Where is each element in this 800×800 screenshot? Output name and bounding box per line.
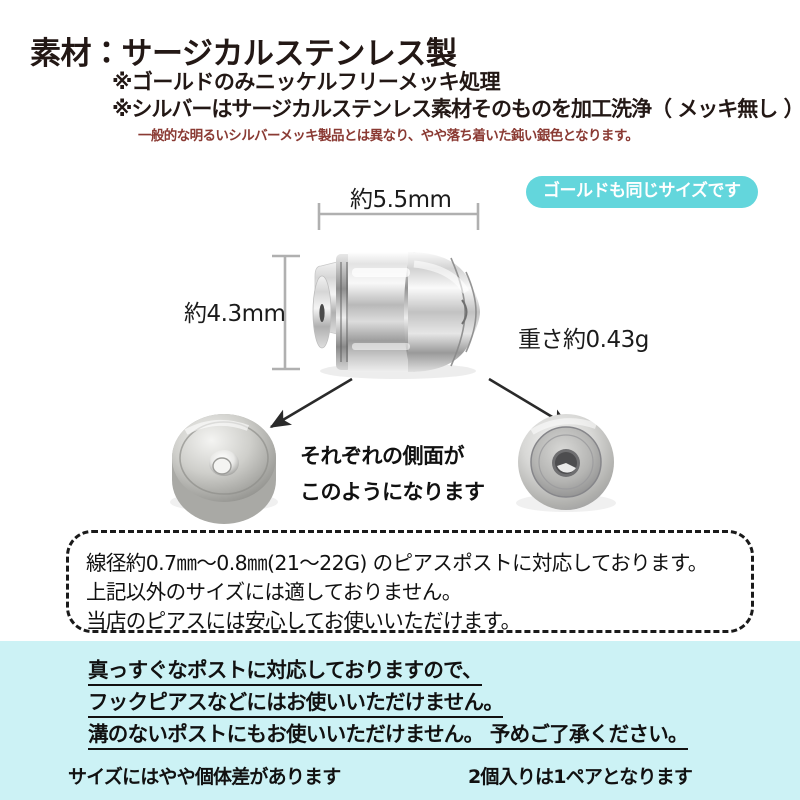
width-dimension-line — [317, 203, 480, 230]
height-dimension-line — [272, 254, 300, 371]
height-label: 約4.3mm — [184, 301, 286, 327]
side-view-caption: それぞれの側面が このようになります — [300, 438, 485, 510]
page-title: 素材：サージカルステンレス製 — [30, 36, 457, 72]
compatibility-line-1: 線径約0.7㎜～0.8㎜(21～22G) のピアスポストに対応しております。 — [86, 551, 708, 575]
side-view-caption-line1: それぞれの側面が — [300, 444, 464, 468]
footer-note-1: サイズにはやや個体差があります — [68, 766, 341, 788]
compatibility-box — [66, 530, 754, 633]
warning-line-1: 真っすぐなポストに対応しておりますので、 — [88, 653, 483, 686]
compatibility-line-3: 当店のピアスには安心してお使いいただけます。 — [86, 609, 521, 633]
width-label: 約5.5mm — [350, 187, 452, 213]
side-view-disc-right — [516, 414, 616, 512]
material-note-silver: ※シルバーはサージカルステンレス素材そのものを加工洗浄（ メッキ無し ） — [112, 97, 800, 121]
gold-same-size-badge: ゴールドも同じサイズです — [526, 176, 758, 208]
footer-note-2: 2個入りは1ペアとなります — [468, 766, 693, 788]
side-view-caption-line2: このようになります — [300, 480, 485, 504]
warning-line-3: 溝のないポストにもお使いいただけません。 予めご了承ください。 — [88, 717, 689, 750]
arrow-to-left-disc — [269, 377, 353, 429]
compatibility-line-2: 上記以外のサイズには適しておりません。 — [86, 580, 462, 604]
product-bullet-back — [312, 252, 480, 379]
weight-label: 重さ約0.43g — [518, 327, 649, 353]
warning-line-2: フックピアスなどにはお使いいただけません。 — [88, 685, 504, 718]
material-note-gold: ※ゴールドのみニッケルフリーメッキ処理 — [112, 70, 501, 94]
material-subnote: 一般的な明るいシルバーメッキ製品とは異なり、やや落ち着いた鈍い銀色となります。 — [138, 128, 639, 144]
warning-band — [0, 641, 800, 800]
side-view-disc-left — [170, 414, 278, 524]
